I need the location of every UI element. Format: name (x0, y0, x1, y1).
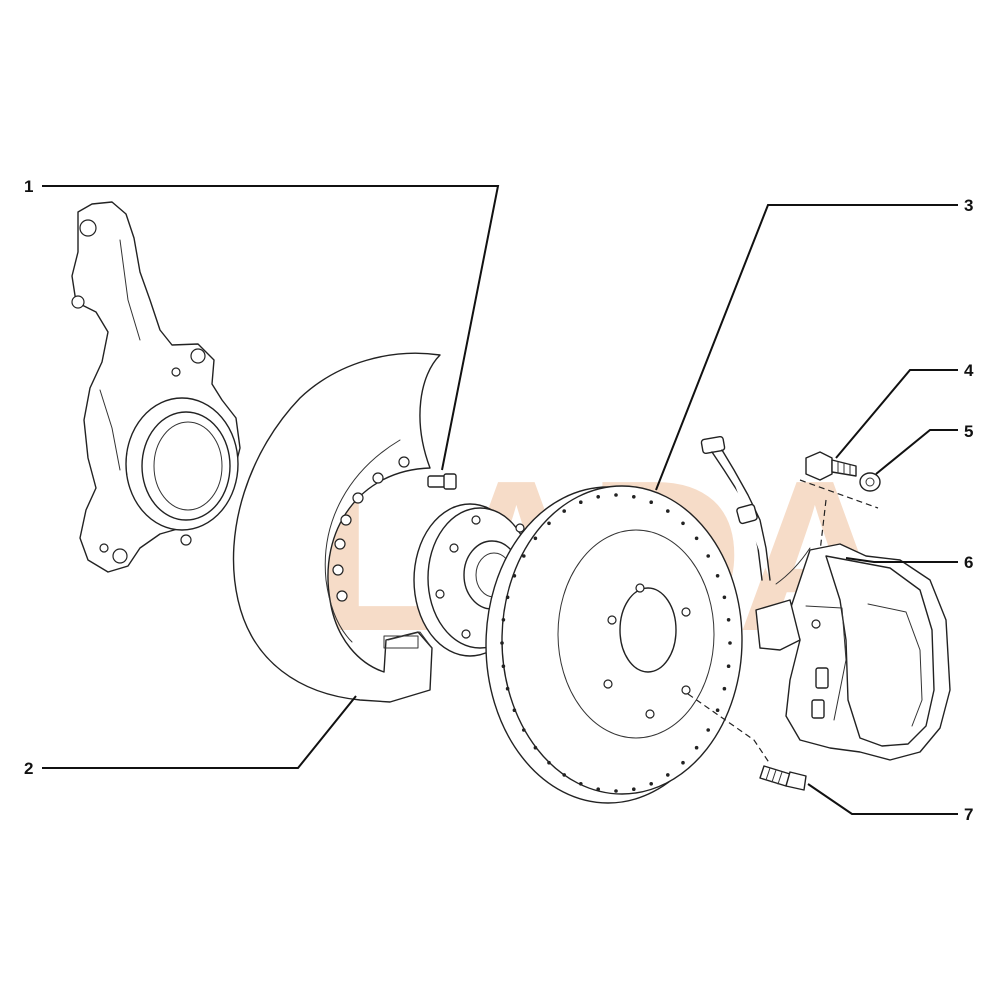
steering-knuckle (71, 201, 241, 573)
callout-2: 2 (24, 759, 33, 778)
disc-vent-hole (632, 787, 636, 791)
leader-7 (807, 783, 958, 815)
callout-1: 1 (24, 177, 33, 196)
disc-vent-hole (547, 760, 551, 765)
disc-vent-hole (715, 708, 720, 712)
callout-labels: 1 2 3 4 5 6 7 (24, 177, 974, 824)
callout-7: 7 (964, 805, 973, 824)
disc-vent-hole (614, 493, 618, 497)
callout-3: 3 (964, 196, 973, 215)
bolt-small (427, 473, 457, 490)
callout-5: 5 (964, 422, 973, 441)
disc-vent-hole (726, 664, 731, 668)
callout-6: 6 (964, 553, 973, 572)
disc-vent-hole (501, 618, 506, 622)
disc-vent-hole (596, 495, 600, 499)
disc-vent-hole (632, 495, 636, 499)
brake-caliper (755, 543, 951, 761)
brake-disc (485, 485, 743, 804)
disc-vent-hole (547, 521, 551, 526)
disc-vent-hole (614, 789, 618, 793)
disc-vent-hole (681, 521, 685, 526)
wheel-stud (687, 693, 807, 791)
callout-4: 4 (964, 361, 974, 380)
disc-vent-hole (649, 782, 653, 786)
disc-vent-hole (666, 773, 670, 777)
leader-2 (42, 695, 357, 769)
disc-vent-hole (512, 574, 517, 578)
brake-hose (700, 435, 811, 585)
lock-washer (859, 472, 881, 492)
disc-vent-hole (694, 536, 699, 541)
disc-vent-hole (500, 641, 504, 645)
disc-vent-hole (706, 554, 710, 558)
disc-vent-hole (579, 782, 583, 786)
disc-vent-hole (512, 708, 517, 712)
disc-vent-hole (533, 745, 538, 750)
disc-vent-hole (728, 641, 732, 645)
disc-vent-hole (715, 574, 720, 578)
disc-vent-hole (649, 500, 653, 505)
brake-dust-shield (232, 352, 441, 703)
disc-vent-hole (505, 686, 510, 691)
disc-vent-hole (505, 595, 510, 600)
disc-vent-hole (666, 509, 670, 513)
disc-vent-hole (579, 500, 583, 505)
leader-4 (835, 369, 958, 459)
disc-vent-hole (562, 509, 566, 513)
disc-vent-holes (500, 493, 732, 793)
leader-lines (42, 185, 958, 815)
leader-3 (655, 204, 958, 491)
leader-5 (875, 429, 958, 475)
disc-vent-hole (501, 664, 506, 668)
disc-vent-hole (562, 773, 566, 777)
disc-vent-hole (722, 686, 727, 691)
disc-vent-hole (722, 595, 727, 600)
disc-vent-hole (522, 728, 526, 732)
disc-vent-hole (596, 787, 600, 791)
disc-vent-hole (706, 728, 710, 732)
disc-vent-hole (533, 536, 538, 541)
leader-1 (42, 185, 500, 471)
disc-vent-hole (681, 760, 685, 765)
disc-vent-hole (726, 618, 731, 622)
disc-vent-hole (694, 745, 699, 750)
guide-bolt (805, 451, 857, 481)
leader-6 (845, 557, 958, 563)
disc-vent-hole (522, 554, 526, 558)
